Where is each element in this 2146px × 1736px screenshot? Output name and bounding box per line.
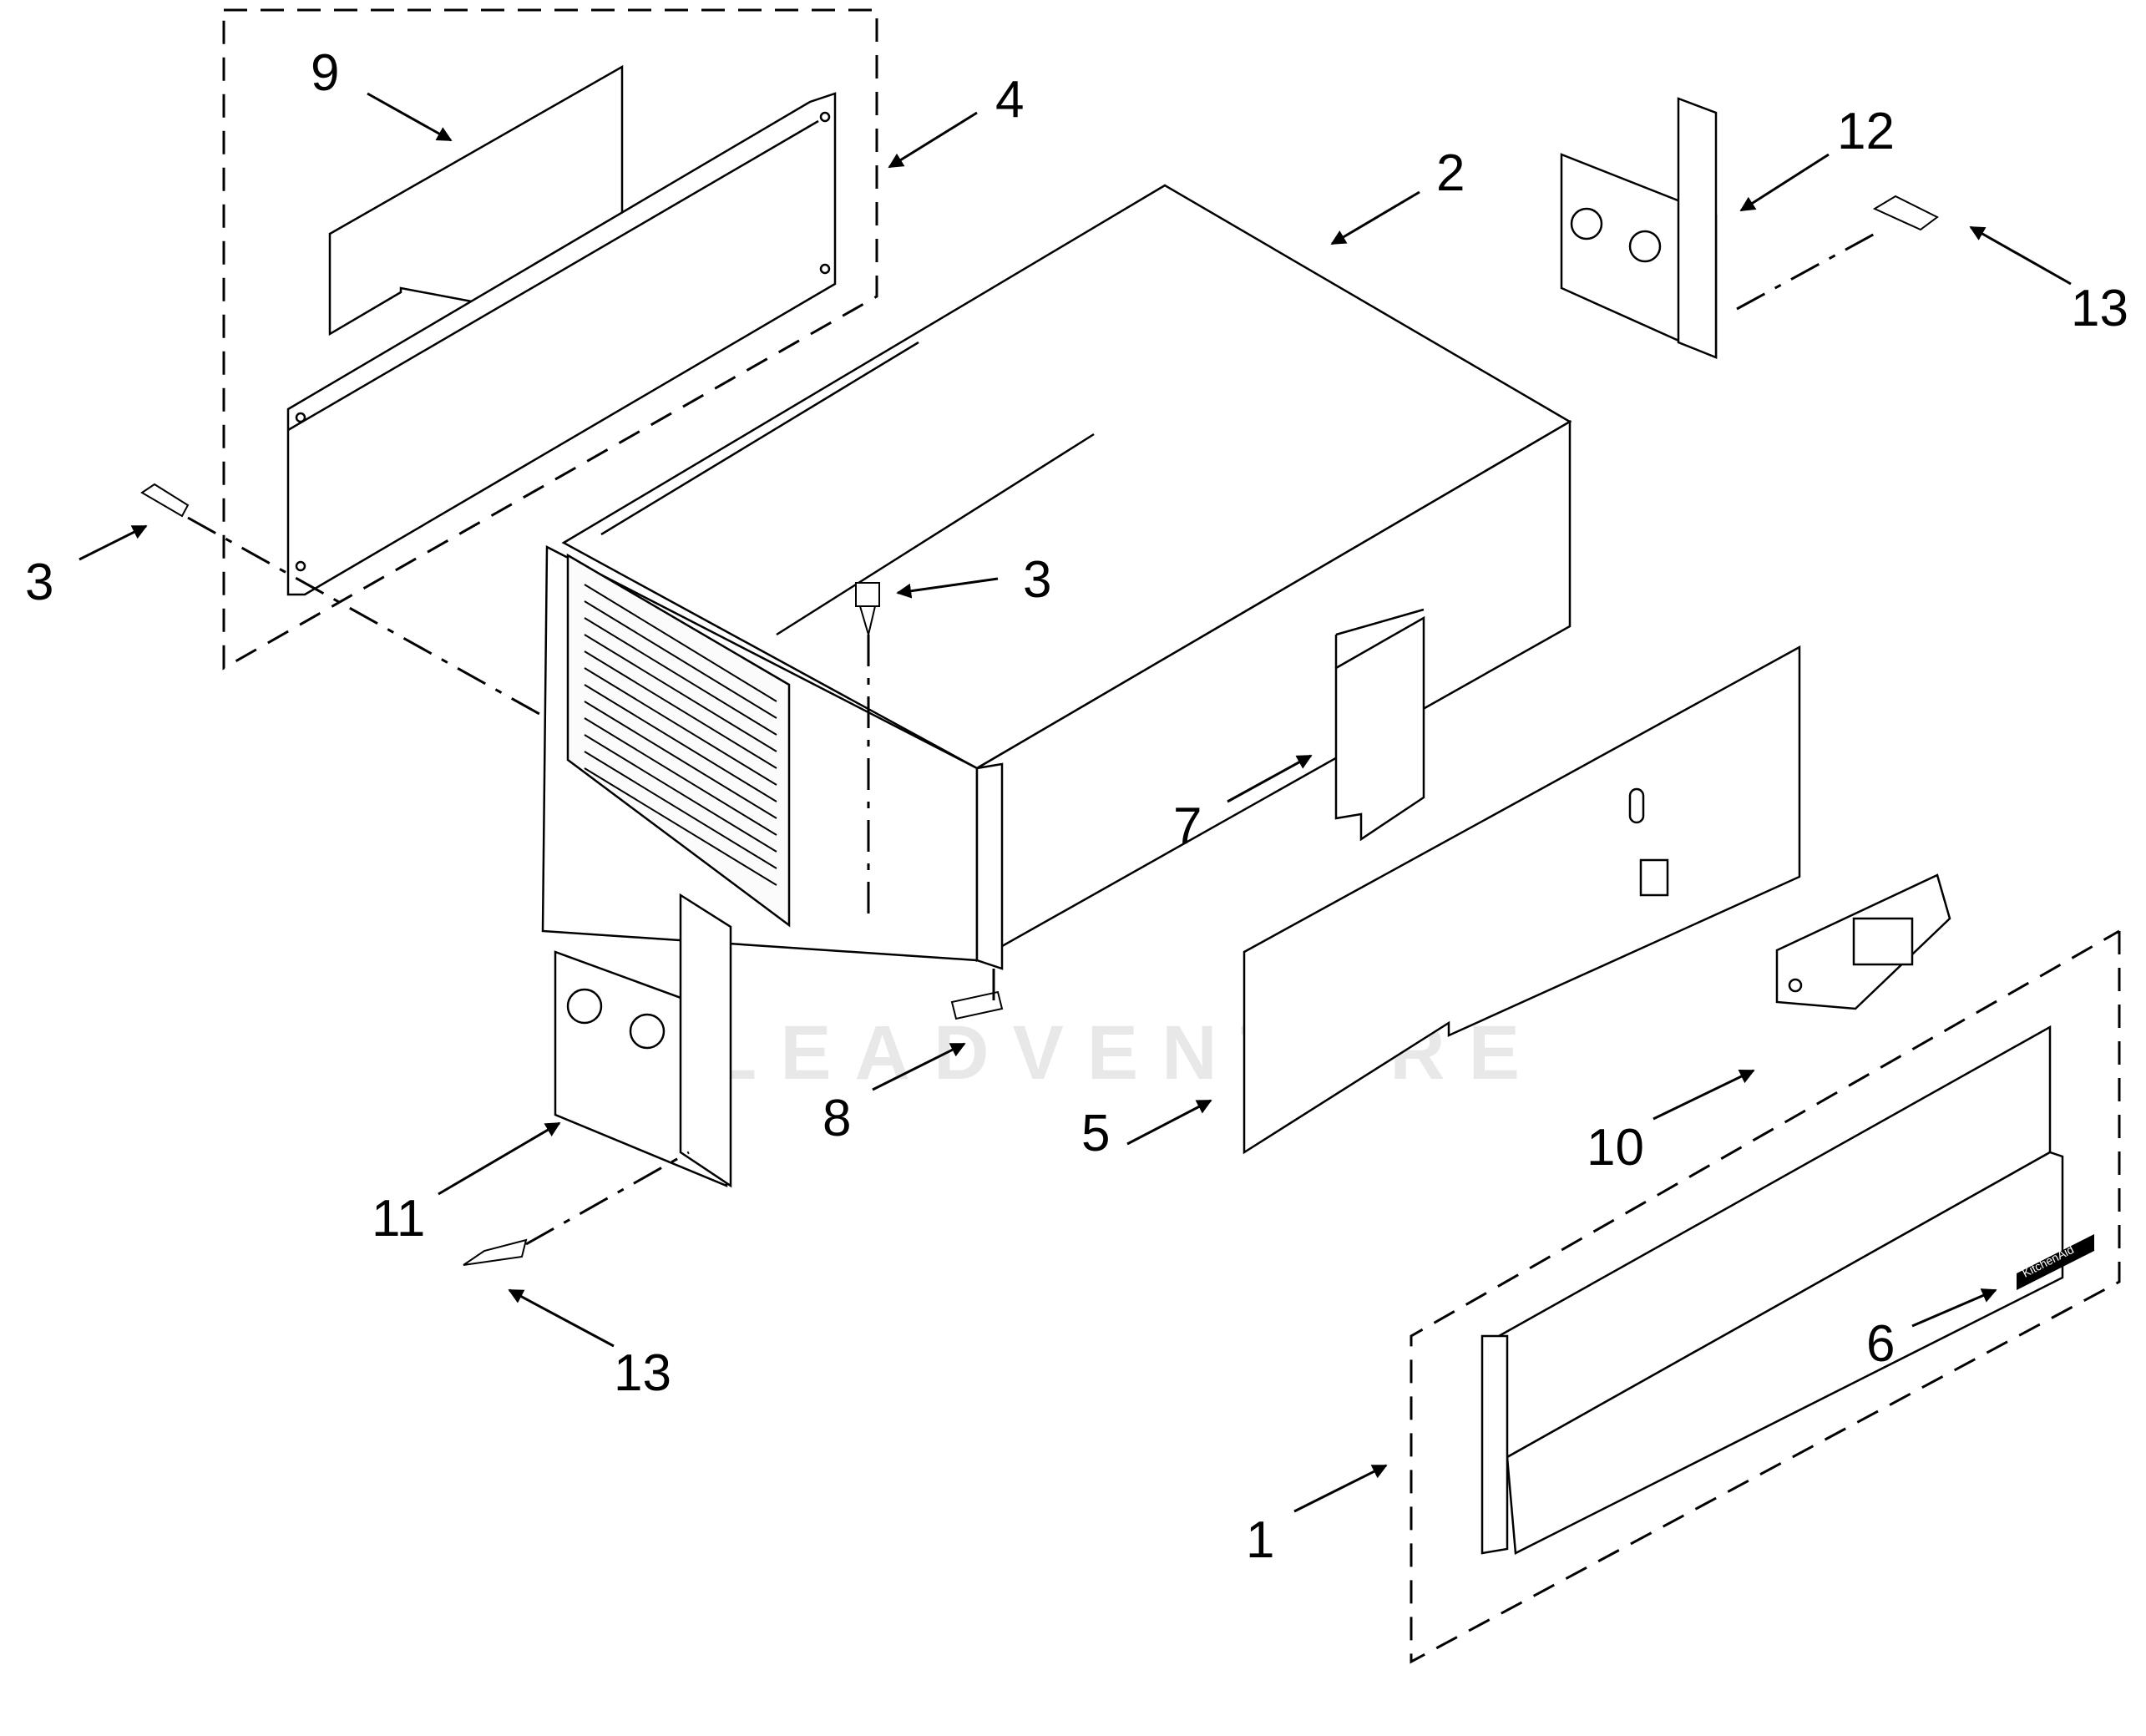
callout-13-bottom: 13 bbox=[614, 1344, 671, 1402]
callout-11: 11 bbox=[372, 1190, 425, 1248]
screw-3-left-icon bbox=[140, 483, 190, 518]
callout-12: 12 bbox=[1837, 103, 1895, 160]
callout-labels: 9 4 2 12 13 3 3 7 8 5 10 11 13 6 1 bbox=[25, 44, 2128, 1569]
screw-3-center-icon bbox=[855, 582, 880, 638]
callout-3-left: 3 bbox=[25, 554, 53, 611]
callout-9: 9 bbox=[311, 44, 339, 102]
part-11-bracket bbox=[554, 893, 732, 1188]
callout-8: 8 bbox=[822, 1090, 851, 1147]
part-12-bracket bbox=[1560, 97, 1718, 359]
part-5-front-panel bbox=[1243, 645, 1801, 1155]
part-8-bracket bbox=[950, 990, 1004, 1020]
group-boundary-1 bbox=[1410, 929, 2121, 1664]
callout-5: 5 bbox=[1081, 1105, 1110, 1162]
part-4-back-panel bbox=[286, 92, 837, 596]
callout-13-top: 13 bbox=[2071, 280, 2128, 337]
callout-6: 6 bbox=[1866, 1315, 1895, 1373]
group-boundary-4 bbox=[222, 8, 878, 671]
callout-2: 2 bbox=[1436, 144, 1465, 202]
part-10-latch bbox=[1775, 873, 1951, 1010]
leader-lines bbox=[187, 232, 1875, 1246]
callout-3-center: 3 bbox=[1023, 551, 1051, 609]
callout-7: 7 bbox=[1173, 797, 1202, 855]
callout-4: 4 bbox=[995, 71, 1024, 129]
part-2-cabinet bbox=[541, 184, 1572, 970]
part-1-toe-grille bbox=[1480, 1025, 2064, 1555]
part-7-shield bbox=[1334, 608, 1425, 842]
callout-10: 10 bbox=[1587, 1119, 1644, 1177]
screw-13-right-icon bbox=[1872, 195, 1939, 231]
screw-13-left-icon bbox=[463, 1238, 528, 1266]
callout-1: 1 bbox=[1246, 1511, 1274, 1569]
callout-arrows bbox=[78, 92, 2072, 1513]
